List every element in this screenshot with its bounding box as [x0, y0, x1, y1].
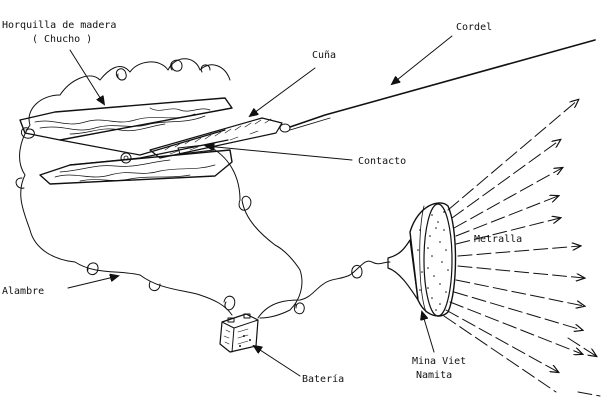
label-alambre: Alambre: [2, 286, 44, 297]
label-horquilla-line2: ( Chucho ): [32, 34, 92, 45]
cord-cordel: [289, 39, 596, 131]
label-contacto: Contacto: [358, 156, 406, 167]
label-bateria: Batería: [302, 373, 344, 385]
labels: Horquilla de madera ( Chucho ) Cuña Cord…: [2, 20, 522, 385]
label-pointers: [67, 35, 453, 377]
label-cuna: Cuña: [312, 50, 336, 61]
label-metralla: Metralla: [474, 234, 522, 245]
label-horquilla-line1: Horquilla de madera: [2, 20, 116, 31]
battery: [219, 313, 259, 353]
shrapnel-rays: [443, 100, 601, 397]
label-mina-line2: Namita: [416, 370, 452, 381]
label-mina-line1: Mina Viet: [412, 356, 466, 367]
mine-viet-namita: [387, 202, 457, 317]
wooden-clothespin: [19, 97, 233, 185]
label-cordel: Cordel: [456, 22, 492, 33]
wire-alambre: [15, 58, 391, 319]
wedge-cuna: [149, 117, 291, 159]
